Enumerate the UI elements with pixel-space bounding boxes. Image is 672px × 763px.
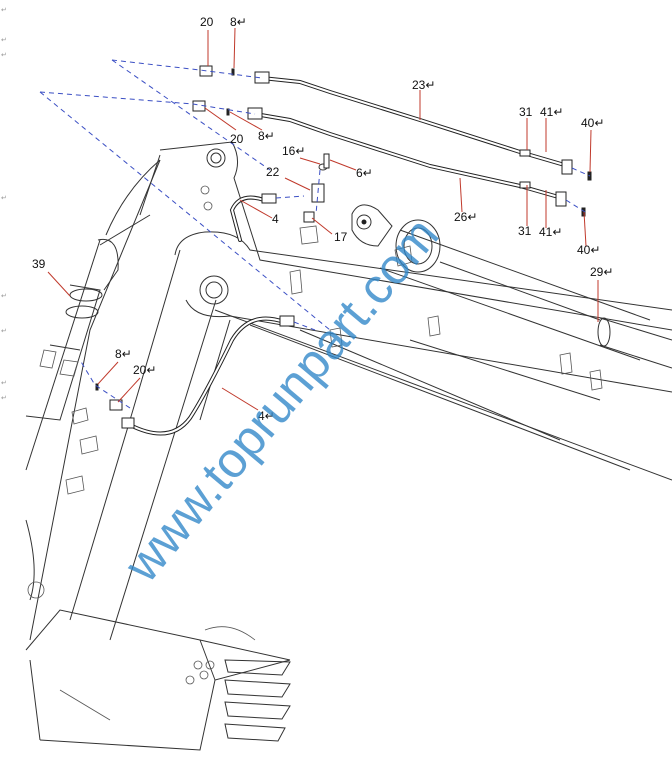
part-label-4: 4 [272, 212, 279, 226]
part-label-4: 4↵ [258, 409, 275, 423]
margin-mark: ↵ [1, 51, 7, 59]
part-label-26: 26↵ [454, 210, 477, 224]
part-label-31: 31 [518, 224, 532, 238]
margin-mark: ↵ [1, 292, 7, 300]
part-label-17: 17 [334, 230, 348, 244]
part-label-8: 8↵ [230, 15, 247, 29]
part-label-6: 6↵ [356, 166, 373, 180]
part-label-31: 31 [519, 105, 533, 119]
part-label-40: 40↵ [581, 116, 604, 130]
part-label-16: 16↵ [282, 144, 305, 158]
part-labels: 20 8↵ 20 8↵ 23↵ 31 41↵ 40↵ 16↵ 6↵ 22 4 1… [32, 15, 613, 423]
part-label-8: 8↵ [258, 129, 275, 143]
part-label-40: 40↵ [577, 243, 600, 257]
bucket-structure [25, 581, 291, 751]
part-label-20: 20 [200, 15, 214, 29]
arm-structure [25, 159, 231, 641]
margin-mark: ↵ [1, 394, 7, 402]
margin-mark: ↵ [1, 379, 7, 387]
margin-mark: ↵ [1, 6, 7, 14]
margin-marks: ↵ ↵ ↵ ↵ ↵ ↵ ↵ ↵ [1, 6, 7, 402]
margin-mark: ↵ [1, 327, 7, 335]
boom-structure [99, 141, 672, 481]
margin-mark: ↵ [1, 36, 7, 44]
part-label-20: 20↵ [133, 363, 156, 377]
part-label-41: 41↵ [539, 225, 562, 239]
flexible-hoses [121, 193, 295, 436]
part-label-39: 39 [32, 257, 46, 271]
part-label-8: 8↵ [115, 347, 132, 361]
part-label-29: 29↵ [590, 265, 613, 279]
leader-lines [47, 27, 599, 411]
watermark: www.toprunpart.com [113, 207, 449, 593]
arm-cylinder [25, 238, 119, 421]
boom-cylinder [351, 204, 672, 369]
part-label-20: 20 [230, 132, 244, 146]
part-label-41: 41↵ [540, 105, 563, 119]
assembly-lines [39, 59, 591, 409]
margin-mark: ↵ [1, 194, 7, 202]
part-label-22: 22 [266, 165, 280, 179]
part-label-23: 23↵ [412, 78, 435, 92]
